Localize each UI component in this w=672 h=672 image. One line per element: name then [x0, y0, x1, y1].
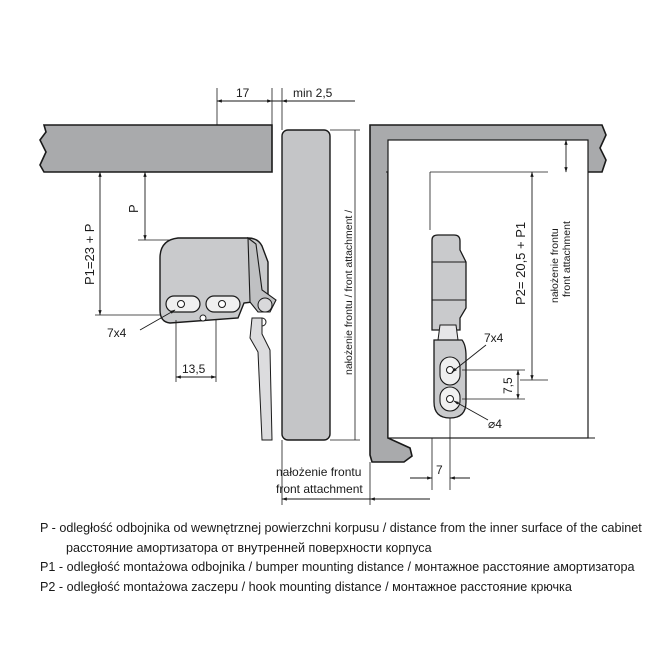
dim-p1-label: P1=23 + P	[82, 224, 97, 285]
dim-17-label: 17	[236, 86, 250, 100]
bottom-front-attachment: nałożenie frontu front attachment	[276, 440, 430, 505]
legend: P - odległość odbojnika od wewnętrznej p…	[40, 519, 665, 597]
right-view: P2= 20,5 + P1 nałożenie frontu front att…	[369, 124, 607, 490]
legend-line-p2: P2 - odległość montażowa zaczepu / hook …	[40, 579, 572, 594]
dim-p-label: P	[126, 204, 141, 213]
front-attachment-vertical-label: nałożenie frontu / front attachment /	[343, 210, 355, 375]
hook-body	[431, 234, 467, 331]
front-attachment-right-en: front attachment	[561, 221, 573, 297]
left-view: 17 min 2,5 P1=23 + P P 7x4 13,5 nałoże	[39, 86, 360, 441]
hole-right-label: 7x4	[484, 331, 504, 345]
hole-left-label: 7x4	[107, 326, 127, 340]
dim-135-label: 13,5	[182, 362, 206, 376]
dim-75-label: 7,5	[501, 377, 515, 394]
front-attachment-right-pl: nałożenie frontu	[549, 228, 561, 303]
dim-7-label: 7	[436, 463, 443, 477]
legend-line-p-ru: расстояние амортизатора от внутренней по…	[66, 540, 432, 555]
front-attachment-bottom-pl: nałożenie frontu	[276, 465, 361, 479]
diam4-label: ⌀4	[488, 417, 502, 431]
front-panel	[281, 129, 331, 441]
legend-line-p: P - odległość odbojnika od wewnętrznej p…	[40, 521, 642, 535]
dim-min25-label: min 2,5	[293, 86, 333, 100]
front-attachment-bottom-en: front attachment	[276, 482, 363, 496]
technical-drawing: 17 min 2,5 P1=23 + P P 7x4 13,5 nałoże	[39, 86, 607, 505]
legend-line-p1: P1 - odległość montażowa odbojnika / bum…	[40, 560, 635, 574]
cabinet-top-panel	[39, 124, 273, 173]
dim-p2-label: P2= 20,5 + P1	[513, 222, 528, 305]
